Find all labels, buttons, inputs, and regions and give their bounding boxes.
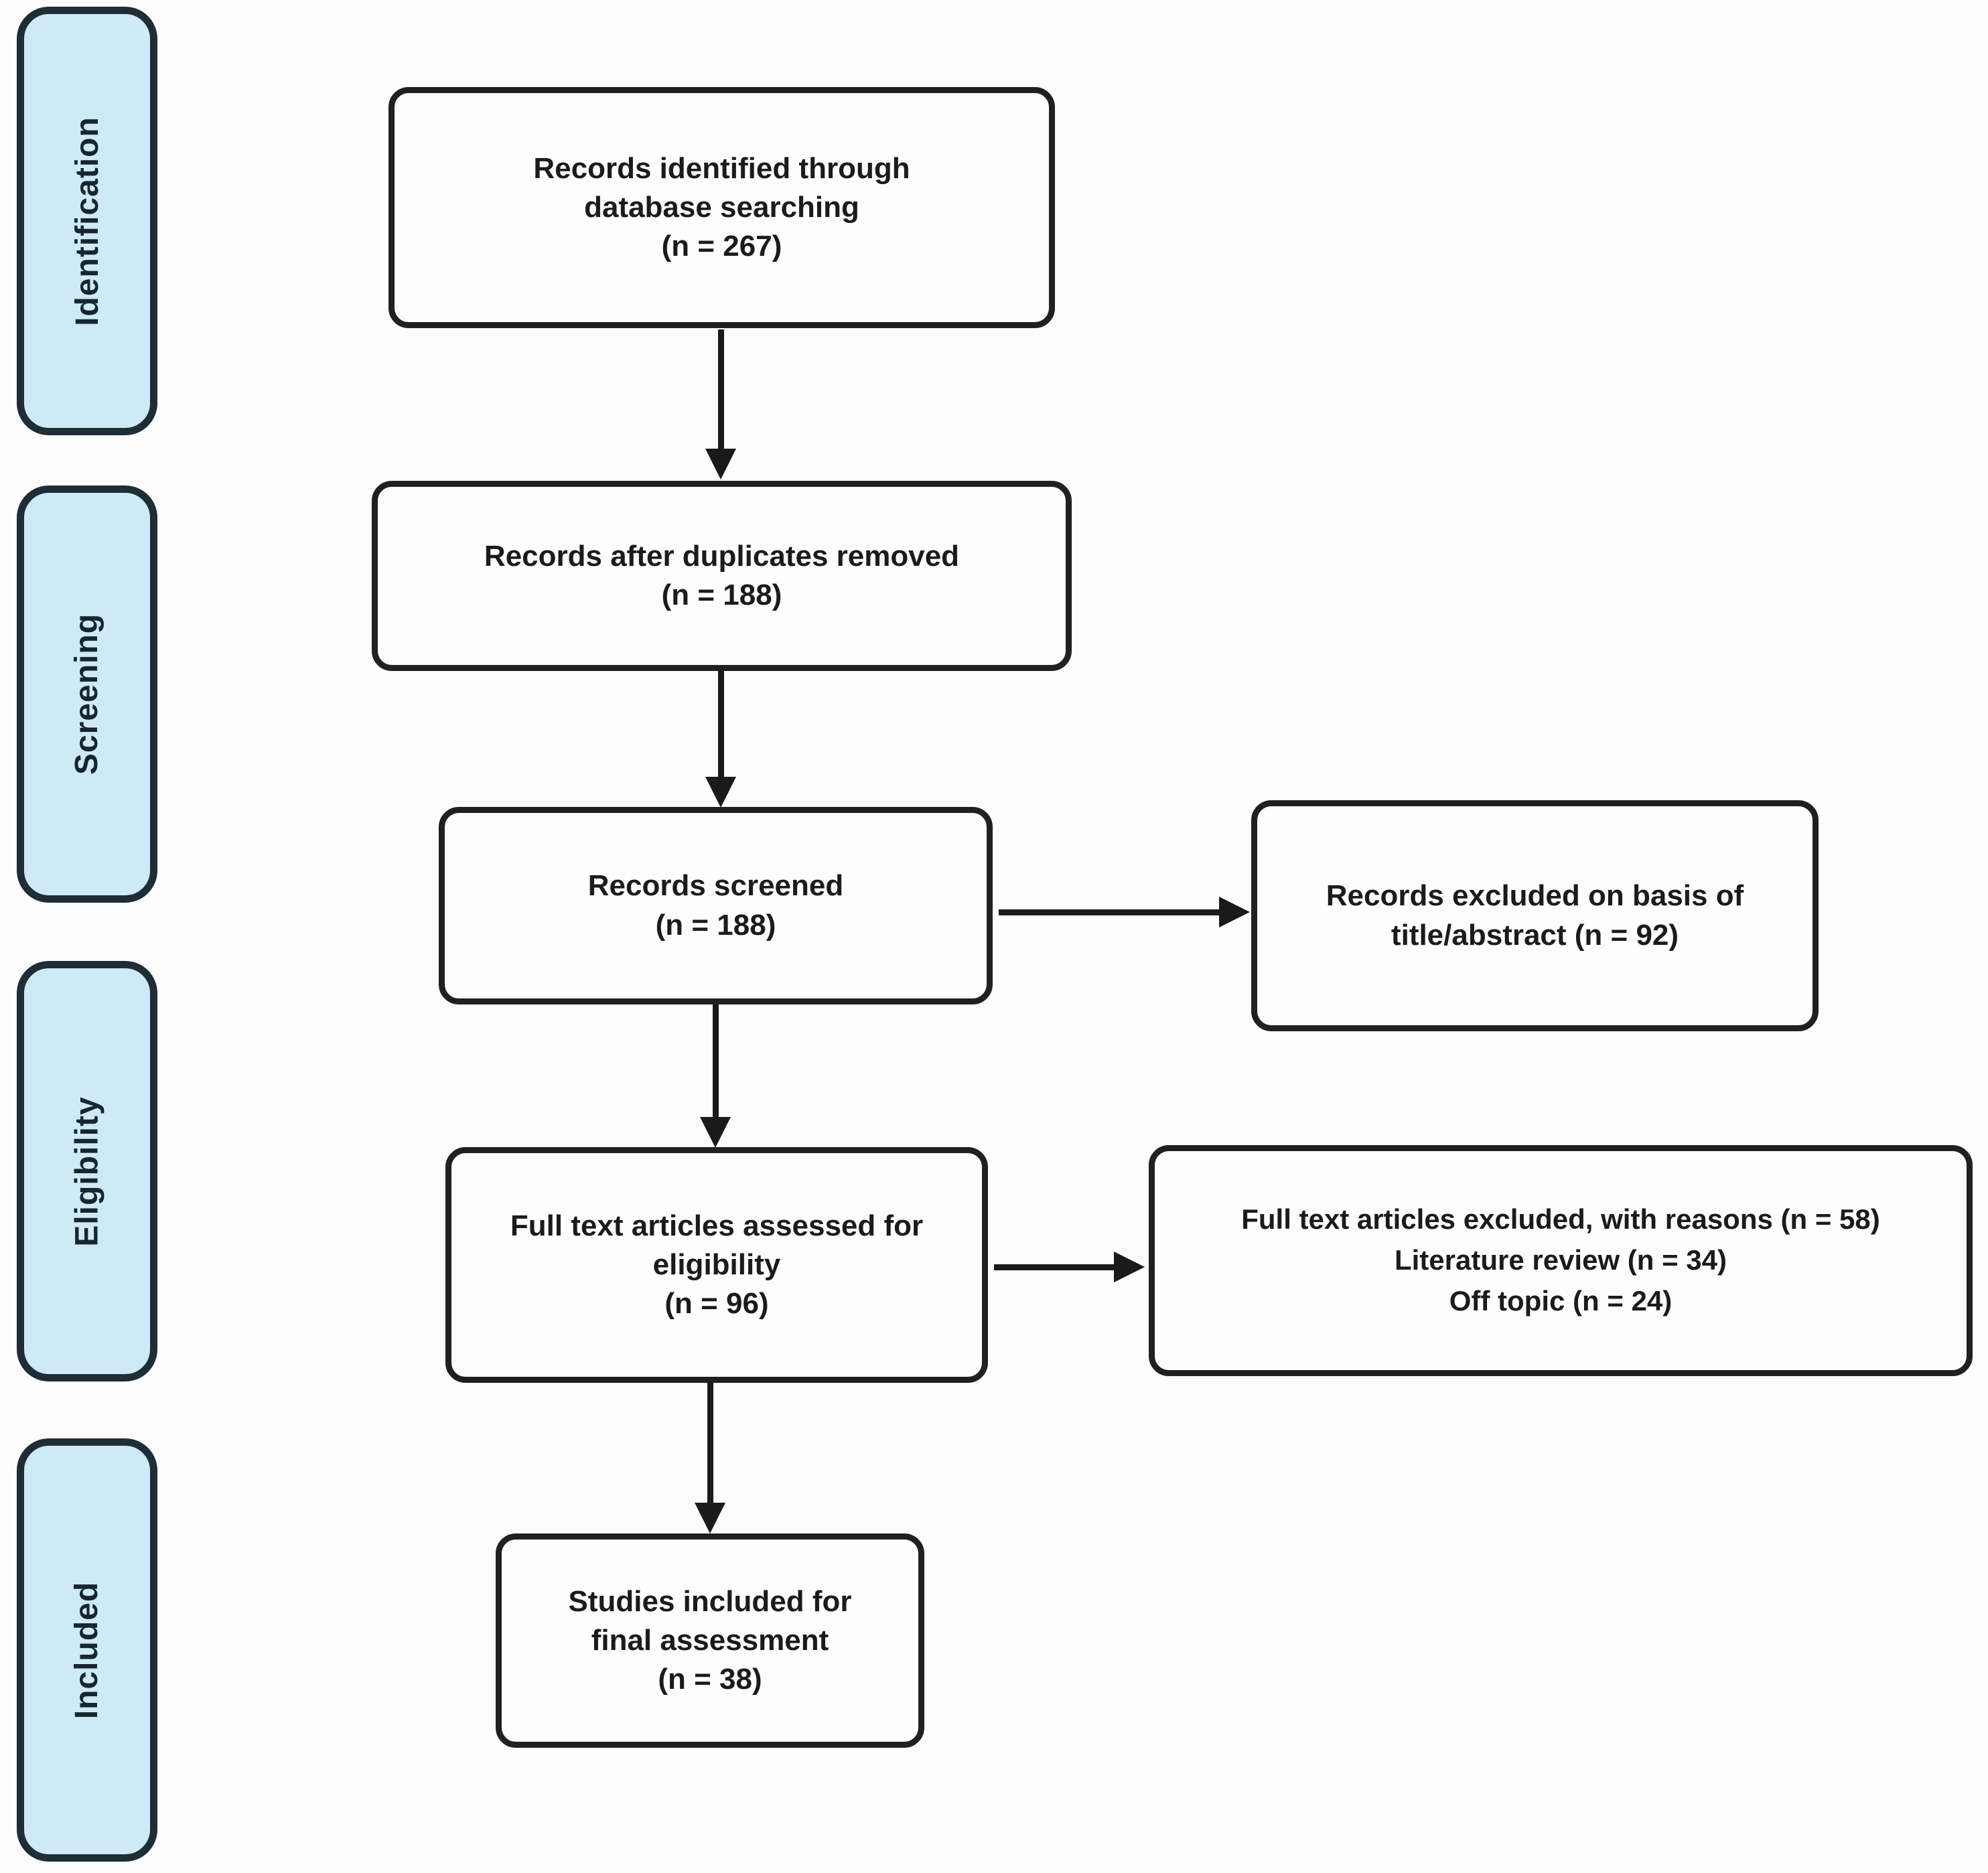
stage-included-label: Included bbox=[69, 1581, 105, 1719]
stage-screening: Screening bbox=[17, 485, 157, 903]
box-text-line: (n = 188) bbox=[661, 579, 782, 611]
box-text-line: title/abstract (n = 92) bbox=[1391, 918, 1679, 952]
box-text-line: eligibility bbox=[652, 1248, 781, 1281]
side-box-excluded-fulltext: Full text articles excluded, with reason… bbox=[1149, 1145, 1973, 1376]
stage-screening-label: Screening bbox=[69, 613, 105, 775]
box-text-line: Literature review (n = 34) bbox=[1394, 1244, 1727, 1276]
arrow-line bbox=[718, 671, 724, 778]
flow-box-studies-included: Studies included for final assessment (n… bbox=[496, 1533, 924, 1748]
arrowhead-down-icon bbox=[705, 449, 736, 479]
box-text-line: database searching bbox=[584, 190, 859, 224]
box-text-line: Off topic (n = 24) bbox=[1449, 1284, 1673, 1317]
arrowhead-down-icon bbox=[700, 1117, 731, 1148]
box-text-line: Records after duplicates removed bbox=[484, 539, 960, 573]
stage-identification-label: Identification bbox=[69, 116, 105, 326]
arrow-line bbox=[718, 329, 724, 450]
stage-included: Included bbox=[17, 1438, 157, 1862]
box-text-line: Records screened bbox=[587, 869, 844, 903]
arrowhead-right-icon bbox=[1114, 1252, 1145, 1282]
box-text-line: (n = 38) bbox=[658, 1663, 762, 1696]
arrowhead-down-icon bbox=[705, 777, 736, 808]
flow-box-records-identified: Records identified through database sear… bbox=[388, 87, 1055, 328]
side-box-excluded-title-abstract: Records excluded on basis of title/abstr… bbox=[1251, 800, 1819, 1031]
flow-box-duplicates-removed: Records after duplicates removed (n = 18… bbox=[372, 481, 1072, 671]
box-text-line: Records identified through bbox=[533, 151, 910, 185]
arrow-line bbox=[994, 1264, 1115, 1270]
arrowhead-right-icon bbox=[1219, 897, 1250, 927]
box-text-line: (n = 96) bbox=[664, 1287, 769, 1321]
flow-box-records-screened: Records screened (n = 188) bbox=[439, 807, 993, 1004]
arrow-line bbox=[707, 1383, 713, 1503]
stage-eligibility: Eligibility bbox=[17, 961, 157, 1381]
stage-identification: Identification bbox=[17, 7, 157, 435]
box-text-line: Studies included for bbox=[568, 1584, 852, 1618]
arrow-line bbox=[713, 1004, 719, 1118]
box-text-line: Full text articles excluded, with reason… bbox=[1241, 1203, 1880, 1235]
stage-eligibility-label: Eligibility bbox=[69, 1096, 105, 1247]
box-text-line: (n = 267) bbox=[661, 230, 782, 263]
box-text-line: (n = 188) bbox=[655, 908, 776, 942]
box-text-line: Full text articles assessed for bbox=[510, 1209, 924, 1242]
arrow-line bbox=[999, 909, 1220, 915]
box-text-line: Records excluded on basis of bbox=[1326, 879, 1744, 913]
flow-box-fulltext-assessed: Full text articles assessed for eligibil… bbox=[445, 1147, 988, 1383]
arrowhead-down-icon bbox=[695, 1503, 725, 1533]
box-text-line: final assessment bbox=[591, 1623, 829, 1657]
